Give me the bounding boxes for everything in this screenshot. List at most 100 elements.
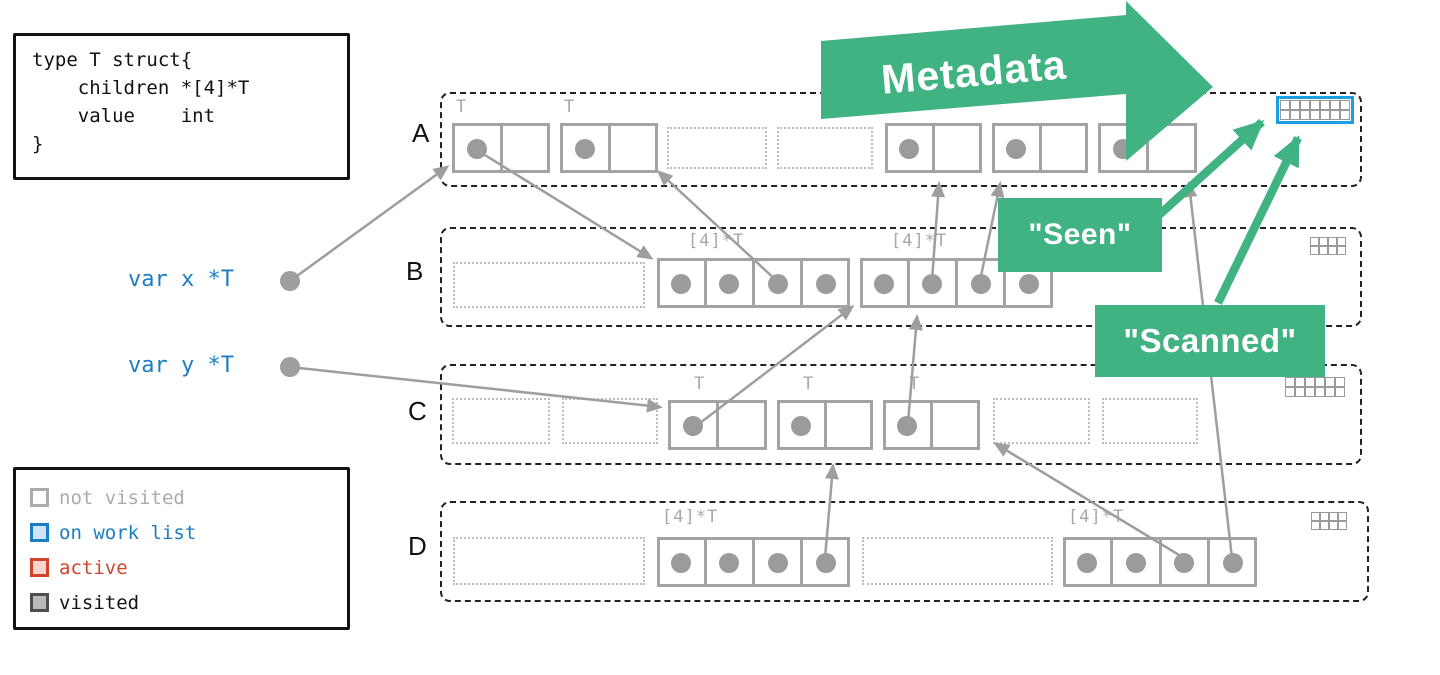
heap-row-label-A: A — [412, 118, 430, 148]
bitmap-cell — [1329, 512, 1338, 521]
state-legend: not visited on work list active visited — [13, 467, 350, 630]
bitmap-cell — [1319, 237, 1328, 246]
bitmap-grid — [1280, 100, 1350, 120]
metadata-bitmap-A — [1276, 96, 1354, 124]
heap-row-D — [440, 501, 1369, 602]
bitmap-cell — [1295, 387, 1305, 397]
bitmap-cell — [1329, 521, 1338, 530]
heap-row-label-C: C — [408, 396, 427, 426]
heap-empty-slot — [1102, 398, 1198, 444]
bitmap-cell — [1337, 246, 1346, 255]
object-type-label: [4]*T — [662, 507, 719, 527]
bitmap-cell — [1300, 110, 1310, 120]
legend-swatch — [30, 558, 49, 577]
seen-callout: "Seen" — [998, 198, 1162, 272]
bitmap-cell — [1295, 377, 1305, 387]
pointer-dot — [1006, 139, 1026, 159]
cell-divider — [1146, 126, 1149, 170]
cell-divider — [1158, 540, 1162, 584]
bitmap-cell — [1338, 521, 1347, 530]
pointer-dot — [767, 274, 788, 294]
bitmap-cell — [1328, 237, 1337, 246]
bitmap-cell — [1338, 512, 1347, 521]
object-type-label: T — [564, 97, 576, 117]
pointer-dot — [874, 274, 895, 294]
bitmap-cell — [1330, 100, 1340, 110]
pointer-dot — [719, 553, 740, 573]
pointer-dot — [815, 553, 836, 573]
cell-divider — [1003, 261, 1007, 305]
object-type-label: T — [803, 374, 815, 394]
legend-swatch — [30, 593, 49, 612]
pointer-dot — [791, 416, 811, 436]
bitmap-cell — [1320, 512, 1329, 521]
bitmap-cell — [1280, 110, 1290, 120]
metadata-bitmap-B — [1310, 237, 1346, 255]
cell-divider — [932, 126, 935, 170]
bitmap-cell — [1305, 377, 1315, 387]
pointer-dot — [671, 274, 692, 294]
bitmap-cell — [1300, 100, 1310, 110]
heap-empty-slot — [453, 262, 645, 308]
type-definition-code: type T struct{ children *[4]*T value int… — [13, 33, 350, 180]
pointer-dot — [815, 274, 836, 294]
legend-item: on work list — [30, 515, 347, 550]
bitmap-cell — [1325, 387, 1335, 397]
bitmap-cell — [1311, 521, 1320, 530]
bitmap-cell — [1330, 110, 1340, 120]
object-type-label: T — [456, 97, 468, 117]
scanned-callout: "Scanned" — [1095, 305, 1325, 377]
metadata-bitmap-C — [1285, 377, 1345, 397]
object-type-label: [4]*T — [891, 231, 948, 251]
bitmap-cell — [1310, 237, 1319, 246]
legend-item: visited — [30, 585, 347, 620]
object-type-label: T — [694, 374, 706, 394]
bitmap-cell — [1320, 110, 1330, 120]
legend-item-label: not visited — [59, 486, 185, 509]
heap-row-label-B: B — [406, 256, 424, 286]
heap-row-C — [440, 364, 1362, 465]
cell-divider — [1038, 126, 1042, 170]
bitmap-cell — [1310, 110, 1320, 120]
legend-swatch — [30, 523, 49, 542]
bitmap-cell — [1320, 100, 1330, 110]
bitmap-cell — [1335, 377, 1345, 387]
cell-divider — [499, 126, 503, 170]
cell-divider — [930, 403, 933, 447]
bitmap-cell — [1280, 100, 1290, 110]
bitmap-cell — [1328, 246, 1337, 255]
bitmap-grid — [1310, 237, 1346, 255]
code-line: value int — [32, 105, 216, 127]
cell-divider — [906, 261, 910, 305]
bitmap-cell — [1340, 100, 1350, 110]
heap-empty-slot — [453, 537, 645, 585]
code-line: type T struct{ — [32, 49, 193, 71]
pointer-dot — [1125, 553, 1146, 573]
bitmap-cell — [1340, 110, 1350, 120]
bitmap-cell — [1311, 512, 1320, 521]
legend-item-label: active — [59, 556, 128, 579]
bitmap-cell — [1337, 237, 1346, 246]
cell-divider — [1207, 540, 1210, 584]
stack-var-y-label: var y *T — [128, 353, 234, 378]
metadata-bitmap-D — [1311, 512, 1347, 530]
pointer-dot — [466, 139, 487, 159]
heap-empty-slot — [993, 398, 1090, 444]
heap-empty-slot — [862, 537, 1053, 585]
pointer-dot — [1112, 139, 1133, 159]
heap-empty-slot — [562, 398, 658, 444]
cell-divider — [607, 126, 611, 170]
pointer-dot — [1018, 274, 1039, 294]
cell-divider — [752, 261, 755, 305]
object-type-label: [4]*T — [1068, 507, 1125, 527]
bitmap-cell — [1285, 377, 1295, 387]
bitmap-cell — [1290, 100, 1300, 110]
bitmap-cell — [1315, 387, 1325, 397]
cell-divider — [823, 403, 827, 447]
cell-divider — [752, 540, 755, 584]
legend-item-label: visited — [59, 591, 140, 614]
pointer-dot — [682, 416, 703, 436]
object-type-label: T — [909, 374, 921, 394]
legend-item: not visited — [30, 480, 347, 515]
